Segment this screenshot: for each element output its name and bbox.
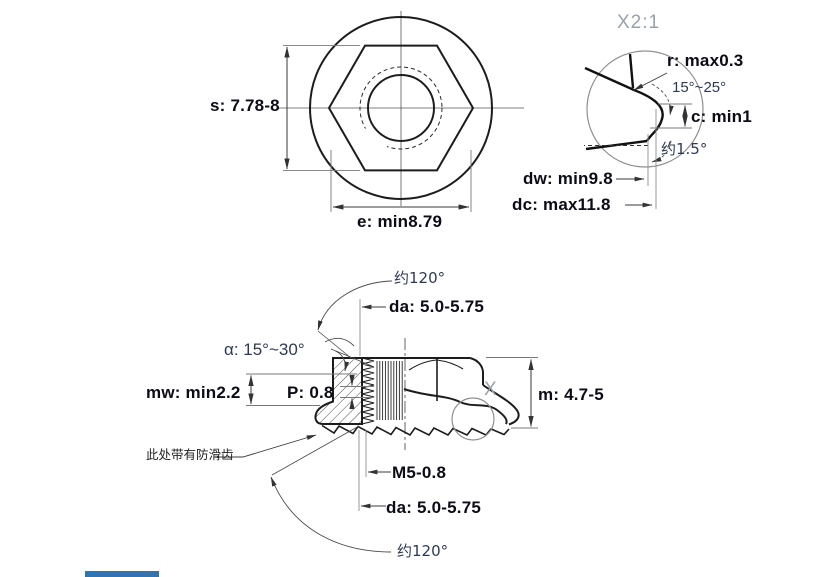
- countersink-angle-top: [317, 280, 393, 359]
- e-dimension: [330, 150, 472, 212]
- dim-dc-label: dc: max11.8: [512, 195, 611, 214]
- hex-outline: [327, 44, 475, 172]
- bore-circle: [367, 74, 435, 142]
- x-detail-circle: [451, 397, 495, 441]
- da-bottom-dimension: [358, 430, 386, 511]
- pitch-dimension: [340, 375, 374, 409]
- countersink-angle-bottom-label: 约120°: [397, 542, 449, 560]
- face-angle-arc: [651, 139, 672, 163]
- countersink-angle-bottom: [270, 425, 392, 553]
- detail-view-drawing: [584, 50, 704, 209]
- dim-c-label: c: min1: [691, 107, 752, 126]
- detail-scale-label: X2:1: [617, 12, 661, 33]
- chamfer-angle-label: 15°~25°: [672, 79, 727, 96]
- thread-spec-label: M5-0.8: [392, 463, 447, 482]
- countersink-angle-top-label: 约120°: [394, 269, 446, 287]
- detail-marker-label: X: [484, 379, 498, 400]
- da-top-dimension: [359, 299, 386, 356]
- dim-dw-label: dw: min9.8: [523, 169, 613, 188]
- dim-da-top-label: da: 5.0-5.75: [389, 297, 485, 316]
- dim-mw-label: mw: min2.2: [146, 383, 241, 402]
- washer-face-curve: [403, 388, 508, 425]
- detail-boundary-circle: [586, 50, 704, 168]
- s-dimension: [283, 45, 360, 171]
- m-dimension: [486, 357, 538, 429]
- dim-m-label: m: 4.7-5: [538, 385, 604, 404]
- thread-zigzag: [361, 357, 375, 425]
- serration-note-label: 此处带有防滑齿: [146, 447, 234, 462]
- front-view-drawing: [278, 11, 524, 212]
- flange-circle: [309, 16, 493, 200]
- dim-pitch-label: P: 0.8: [287, 383, 334, 402]
- face-angle-label: 约1.5°: [661, 140, 708, 158]
- dim-s-label: s: 7.78-8: [210, 96, 280, 115]
- serrations: [321, 424, 510, 437]
- thread-dashed-circle: [359, 66, 443, 150]
- alpha-angle-annotation: [330, 348, 373, 372]
- alpha-angle-label: α: 15°~30°: [224, 340, 305, 359]
- r-leader: [633, 72, 668, 91]
- mw-dimension: [246, 373, 357, 406]
- dim-e-label: e: min8.79: [357, 212, 443, 231]
- section-view-drawing: [217, 280, 538, 553]
- thread-spec-dimension: [365, 430, 391, 477]
- serration-note-leader: [217, 434, 317, 458]
- dim-da-bottom-label: da: 5.0-5.75: [386, 498, 482, 517]
- nut-outline: [321, 357, 520, 437]
- dim-r-label: r: max0.3: [667, 51, 744, 70]
- bottom-blue-strip: [85, 571, 159, 577]
- c-dimension: [650, 103, 692, 129]
- thread-lines: [376, 361, 403, 420]
- chamfer-angle-arc: [651, 83, 674, 116]
- flange-edge-profile: [584, 53, 664, 151]
- thread-circle-gap: [363, 127, 388, 149]
